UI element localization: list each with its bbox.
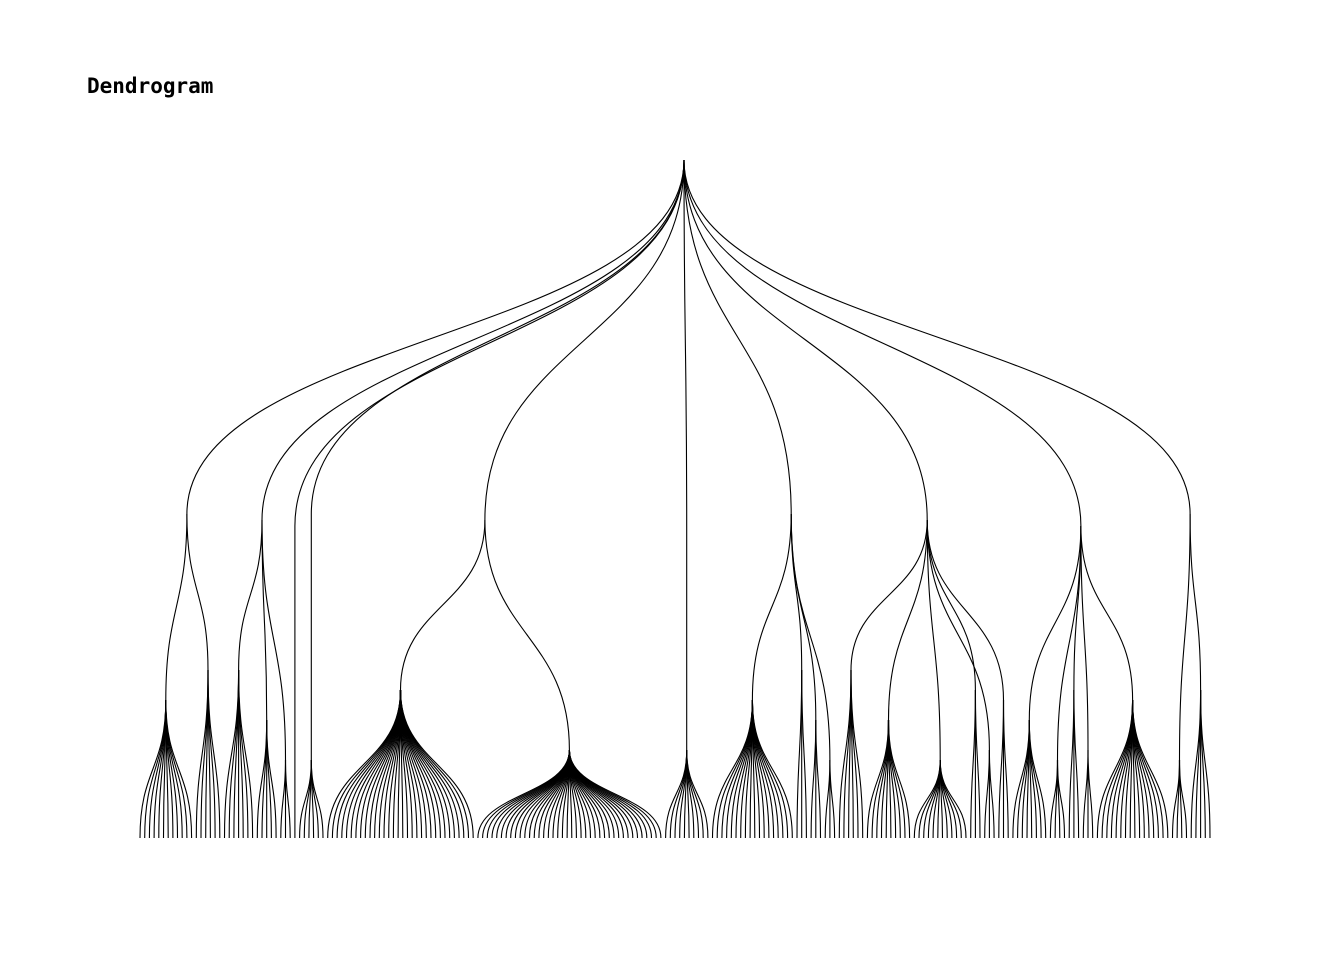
cluster-link — [186, 513, 209, 671]
cluster-link — [1056, 525, 1082, 761]
leaf-link — [1082, 749, 1089, 839]
leaf-link — [233, 669, 240, 839]
leaf-link — [266, 719, 277, 839]
leaf-link — [988, 749, 995, 839]
leaf-link — [801, 669, 807, 839]
leaf-link — [810, 719, 817, 839]
page-title: Dendrogram — [87, 74, 214, 98]
leaf-link — [538, 749, 570, 839]
leaf-link — [850, 669, 864, 839]
leaf-link — [568, 749, 634, 839]
leaf-link — [280, 759, 287, 839]
leaf-link — [310, 759, 324, 839]
leaf-link — [998, 699, 1005, 839]
leaf-link — [261, 719, 268, 839]
cluster-link — [926, 519, 1005, 701]
leaf-link — [939, 759, 967, 839]
cluster-link — [790, 513, 817, 721]
leaf-link — [568, 749, 662, 839]
cluster-link — [887, 519, 928, 721]
leaf-link — [1068, 689, 1075, 839]
leaf-link — [238, 669, 254, 839]
cluster-link — [1080, 525, 1134, 701]
leaf-link — [369, 689, 402, 839]
cluster-link — [1080, 525, 1089, 751]
leaf-link — [284, 759, 291, 839]
leaf-link — [207, 669, 221, 839]
cluster-link — [294, 159, 685, 527]
leaf-link — [970, 689, 976, 839]
leaf-link — [505, 749, 570, 839]
cluster-link — [261, 159, 685, 521]
cluster-link — [926, 519, 976, 691]
cluster-link — [683, 159, 928, 521]
cluster-link — [165, 513, 188, 701]
leaf-link — [815, 719, 822, 839]
cluster-link — [1028, 525, 1082, 721]
cluster-link — [926, 519, 941, 761]
cluster-link — [790, 513, 803, 671]
leaf-link — [751, 699, 793, 839]
cluster-link — [850, 519, 928, 671]
leaf-link — [824, 759, 831, 839]
cluster-link — [926, 519, 990, 751]
leaf-link — [477, 749, 570, 839]
leaf-link — [1028, 719, 1047, 839]
leaf-link — [165, 699, 193, 839]
cluster-link — [683, 159, 792, 515]
leaf-link — [1178, 759, 1188, 839]
leaf-link — [751, 699, 784, 839]
cluster-link — [683, 159, 1082, 527]
leaf-link — [1132, 699, 1164, 839]
leaf-link — [1101, 699, 1134, 839]
cluster-link — [484, 519, 570, 751]
leaf-link — [796, 669, 803, 839]
leaf-link — [686, 749, 709, 839]
leaf-link — [568, 749, 601, 839]
cluster-link — [751, 513, 792, 701]
cluster-link — [790, 513, 831, 761]
leaf-link — [1195, 689, 1202, 839]
leaf-link — [1056, 759, 1066, 839]
leaf-link — [887, 719, 911, 839]
cluster-link — [238, 519, 263, 671]
leaf-link — [829, 759, 836, 839]
leaf-link — [399, 689, 432, 839]
leaf-link — [974, 689, 981, 839]
leaf-link — [1132, 699, 1169, 839]
leaf-link — [721, 699, 753, 839]
cluster-link — [310, 159, 685, 515]
cluster-link — [1189, 513, 1202, 691]
cluster-link — [399, 519, 486, 691]
leaf-link — [1200, 689, 1211, 839]
leaf-link — [984, 749, 990, 839]
cluster-link — [683, 159, 1191, 515]
leaf-link — [399, 689, 474, 839]
cluster-link — [1178, 513, 1191, 761]
cluster-link — [484, 159, 685, 521]
cluster-link — [261, 519, 287, 761]
dendrogram-links — [139, 159, 1211, 839]
leaf-link — [1002, 699, 1009, 839]
leaf-link — [336, 689, 402, 839]
leaf-link — [1073, 689, 1080, 839]
cluster-link — [186, 159, 685, 515]
leaf-link — [399, 689, 465, 839]
cluster-link — [683, 159, 688, 527]
leaf-link — [1087, 749, 1094, 839]
